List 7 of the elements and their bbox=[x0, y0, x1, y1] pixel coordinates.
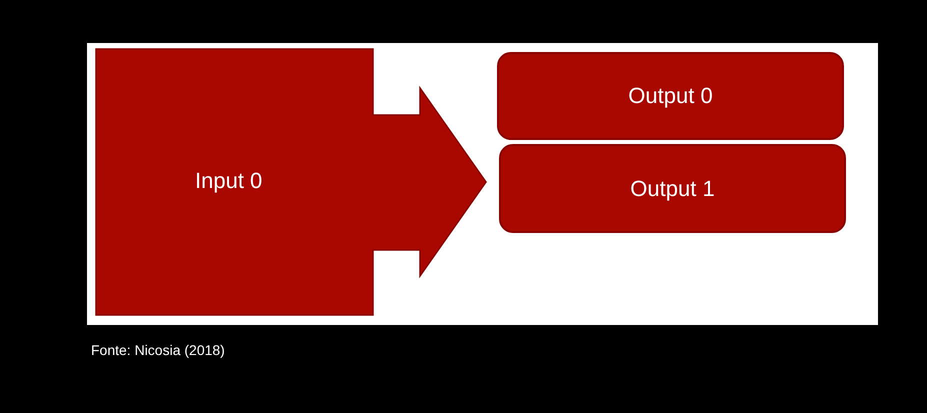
node-label: Output 1 bbox=[630, 178, 715, 200]
node-label: Input 0 bbox=[195, 170, 262, 192]
rounded-box bbox=[497, 52, 844, 140]
block-arrow bbox=[95, 48, 487, 316]
caption: Fonte: Nicosia (2018) bbox=[91, 341, 225, 360]
node-label: Output 0 bbox=[628, 85, 713, 107]
rounded-box bbox=[499, 144, 846, 233]
